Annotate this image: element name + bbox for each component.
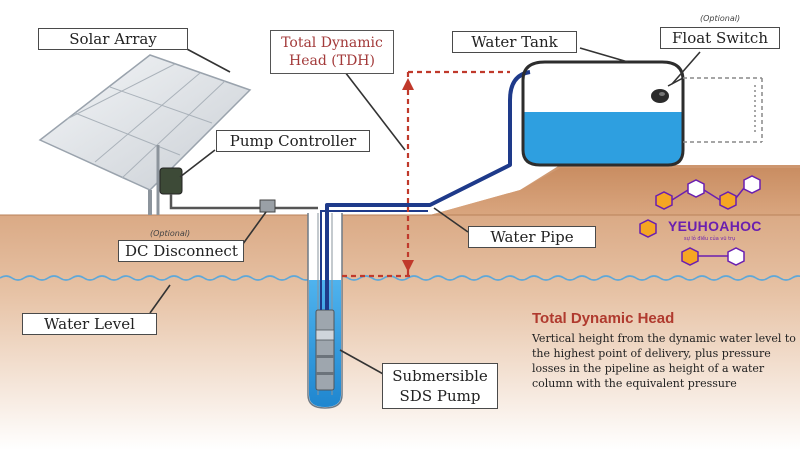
hill (430, 165, 800, 215)
tdh-label: Total Dynamic Head (TDH) (270, 30, 394, 74)
pump-controller-label: Pump Controller (216, 130, 370, 152)
tdh-arrowhead-down (402, 260, 414, 272)
solar-array-label: Solar Array (38, 28, 188, 50)
tdh-label-line1: Total Dynamic (281, 35, 383, 51)
submersible-pump-label: Submersible SDS Pump (382, 363, 498, 409)
tdh-arrow (342, 70, 510, 278)
float-range-marker (683, 77, 763, 143)
watermark-logo-text: YEUHOAHOC (668, 218, 762, 234)
watermark-tagline: sự lỏ điều của vũ trụ (684, 236, 736, 242)
submersible-pump (315, 309, 335, 391)
water-level-label: Water Level (22, 313, 157, 335)
dc-disconnect-box (259, 199, 276, 213)
water-tank (521, 60, 685, 167)
float-switch (651, 77, 684, 103)
dc-disconnect-label: DC Disconnect (118, 240, 244, 262)
pump-controller-box (159, 167, 183, 195)
solar-array (38, 54, 252, 215)
float-switch-optional-note: (Optional) (700, 14, 741, 23)
leader-lines (149, 47, 701, 376)
water-level-line (0, 275, 800, 281)
pump-label-line2: SDS Pump (399, 387, 481, 405)
watermark-hexagons (639, 175, 761, 266)
dc-disconnect-optional-note: (Optional) (150, 229, 191, 238)
power-cable (169, 194, 318, 210)
tdh-label-line2: Head (TDH) (289, 53, 375, 69)
ground-soil (0, 168, 800, 450)
water-pipe-label: Water Pipe (468, 226, 596, 248)
tdh-arrowhead-up (402, 78, 414, 90)
tdh-definition-text: Vertical height from the dynamic water l… (532, 332, 796, 390)
tdh-definition-title: Total Dynamic Head (532, 310, 675, 327)
float-switch-label: Float Switch (660, 27, 780, 49)
water-tank-label: Water Tank (452, 31, 577, 53)
pump-label-line1: Submersible (392, 367, 488, 385)
